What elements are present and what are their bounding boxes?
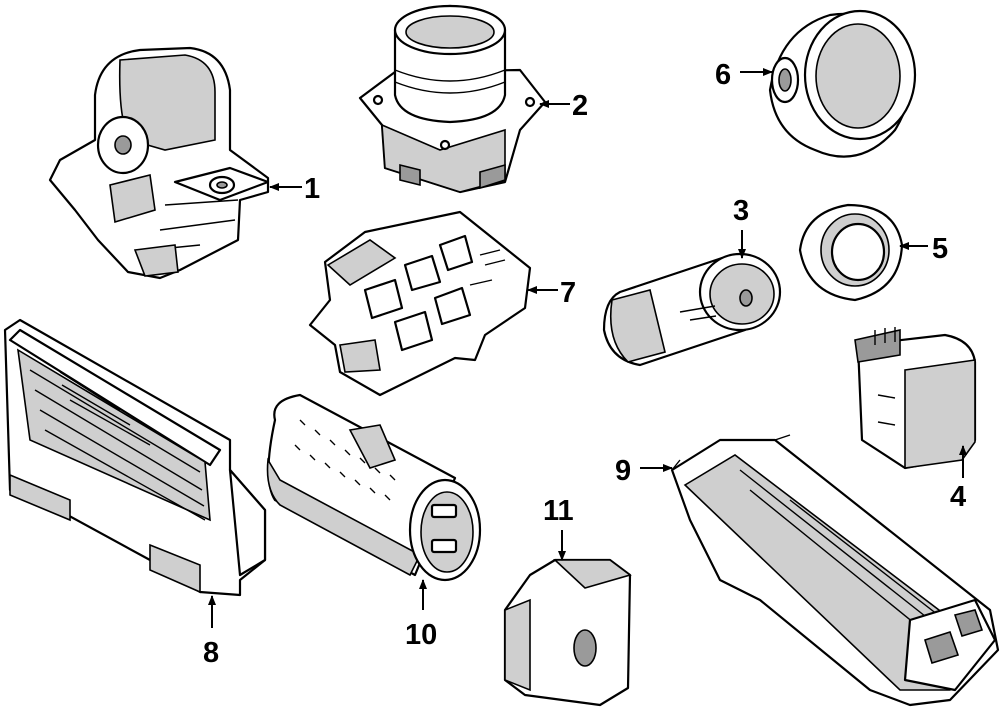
part-11-switch-cap	[503, 558, 632, 707]
callout-3: 3	[733, 195, 749, 227]
part-10-usb-receptacle	[266, 393, 482, 582]
part-1-shifter-module	[48, 46, 270, 280]
callout-5: 5	[932, 233, 948, 265]
callout-2: 2	[572, 90, 588, 122]
part-4-switch-module	[854, 327, 977, 470]
callout-labels: 1 2 3 4 5 6 7 8 9 10 11	[203, 59, 966, 669]
part-9-switch-housing	[670, 434, 1000, 707]
callout-4: 4	[950, 481, 966, 513]
callout-7: 7	[560, 277, 576, 309]
part-6-ring-bezel	[768, 9, 917, 158]
callout-10: 10	[405, 619, 437, 651]
callout-9: 9	[615, 455, 631, 487]
part-2-knob-base	[358, 4, 547, 194]
part-7-switch-bracket	[308, 210, 532, 397]
callout-1: 1	[304, 173, 320, 205]
part-8-control-housing	[3, 318, 267, 597]
callout-8: 8	[203, 637, 219, 669]
callout-6: 6	[715, 59, 731, 91]
callout-11: 11	[543, 495, 574, 527]
part-3-lock-cylinder	[602, 252, 782, 367]
part-5-bezel-ring	[798, 203, 904, 302]
leader-lines	[208, 68, 967, 628]
